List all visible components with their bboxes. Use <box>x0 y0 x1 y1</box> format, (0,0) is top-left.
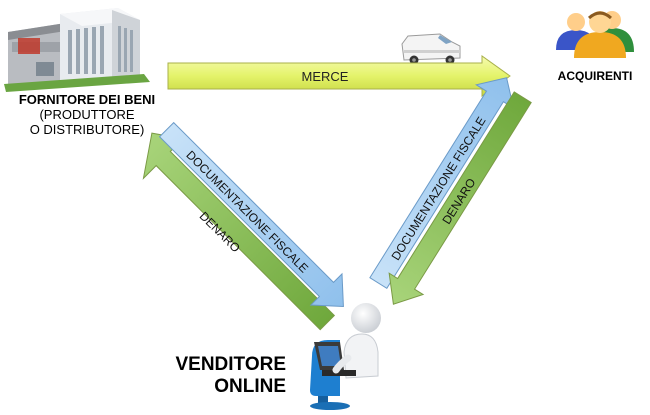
seller-label-line2: ONLINE <box>214 376 286 397</box>
money-arrow-left: DENARO <box>142 132 336 331</box>
supplier-title: FORNITORE DEI BENI <box>19 92 155 107</box>
people-group-icon <box>556 11 634 58</box>
money-arrow-right: DENARO <box>388 91 532 305</box>
documents-arrow-right: DOCUMENTAZIONE FISCALE <box>369 77 515 290</box>
goods-label: MERCE <box>302 69 349 84</box>
person-at-laptop-icon <box>310 303 381 410</box>
buyers-label: ACQUIRENTI <box>558 69 633 83</box>
delivery-van-icon <box>401 33 461 65</box>
supplier-subtitle-line1: (PRODUTTORE <box>39 107 134 122</box>
documents-arrow-left: DOCUMENTAZIONE FISCALE <box>158 121 344 307</box>
seller-label-line1: VENDITORE <box>175 354 286 375</box>
supplier-subtitle-line2: O DISTRIBUTORE) <box>30 122 145 137</box>
goods-arrow: MERCE <box>167 55 511 97</box>
factory-building-icon <box>4 8 150 92</box>
